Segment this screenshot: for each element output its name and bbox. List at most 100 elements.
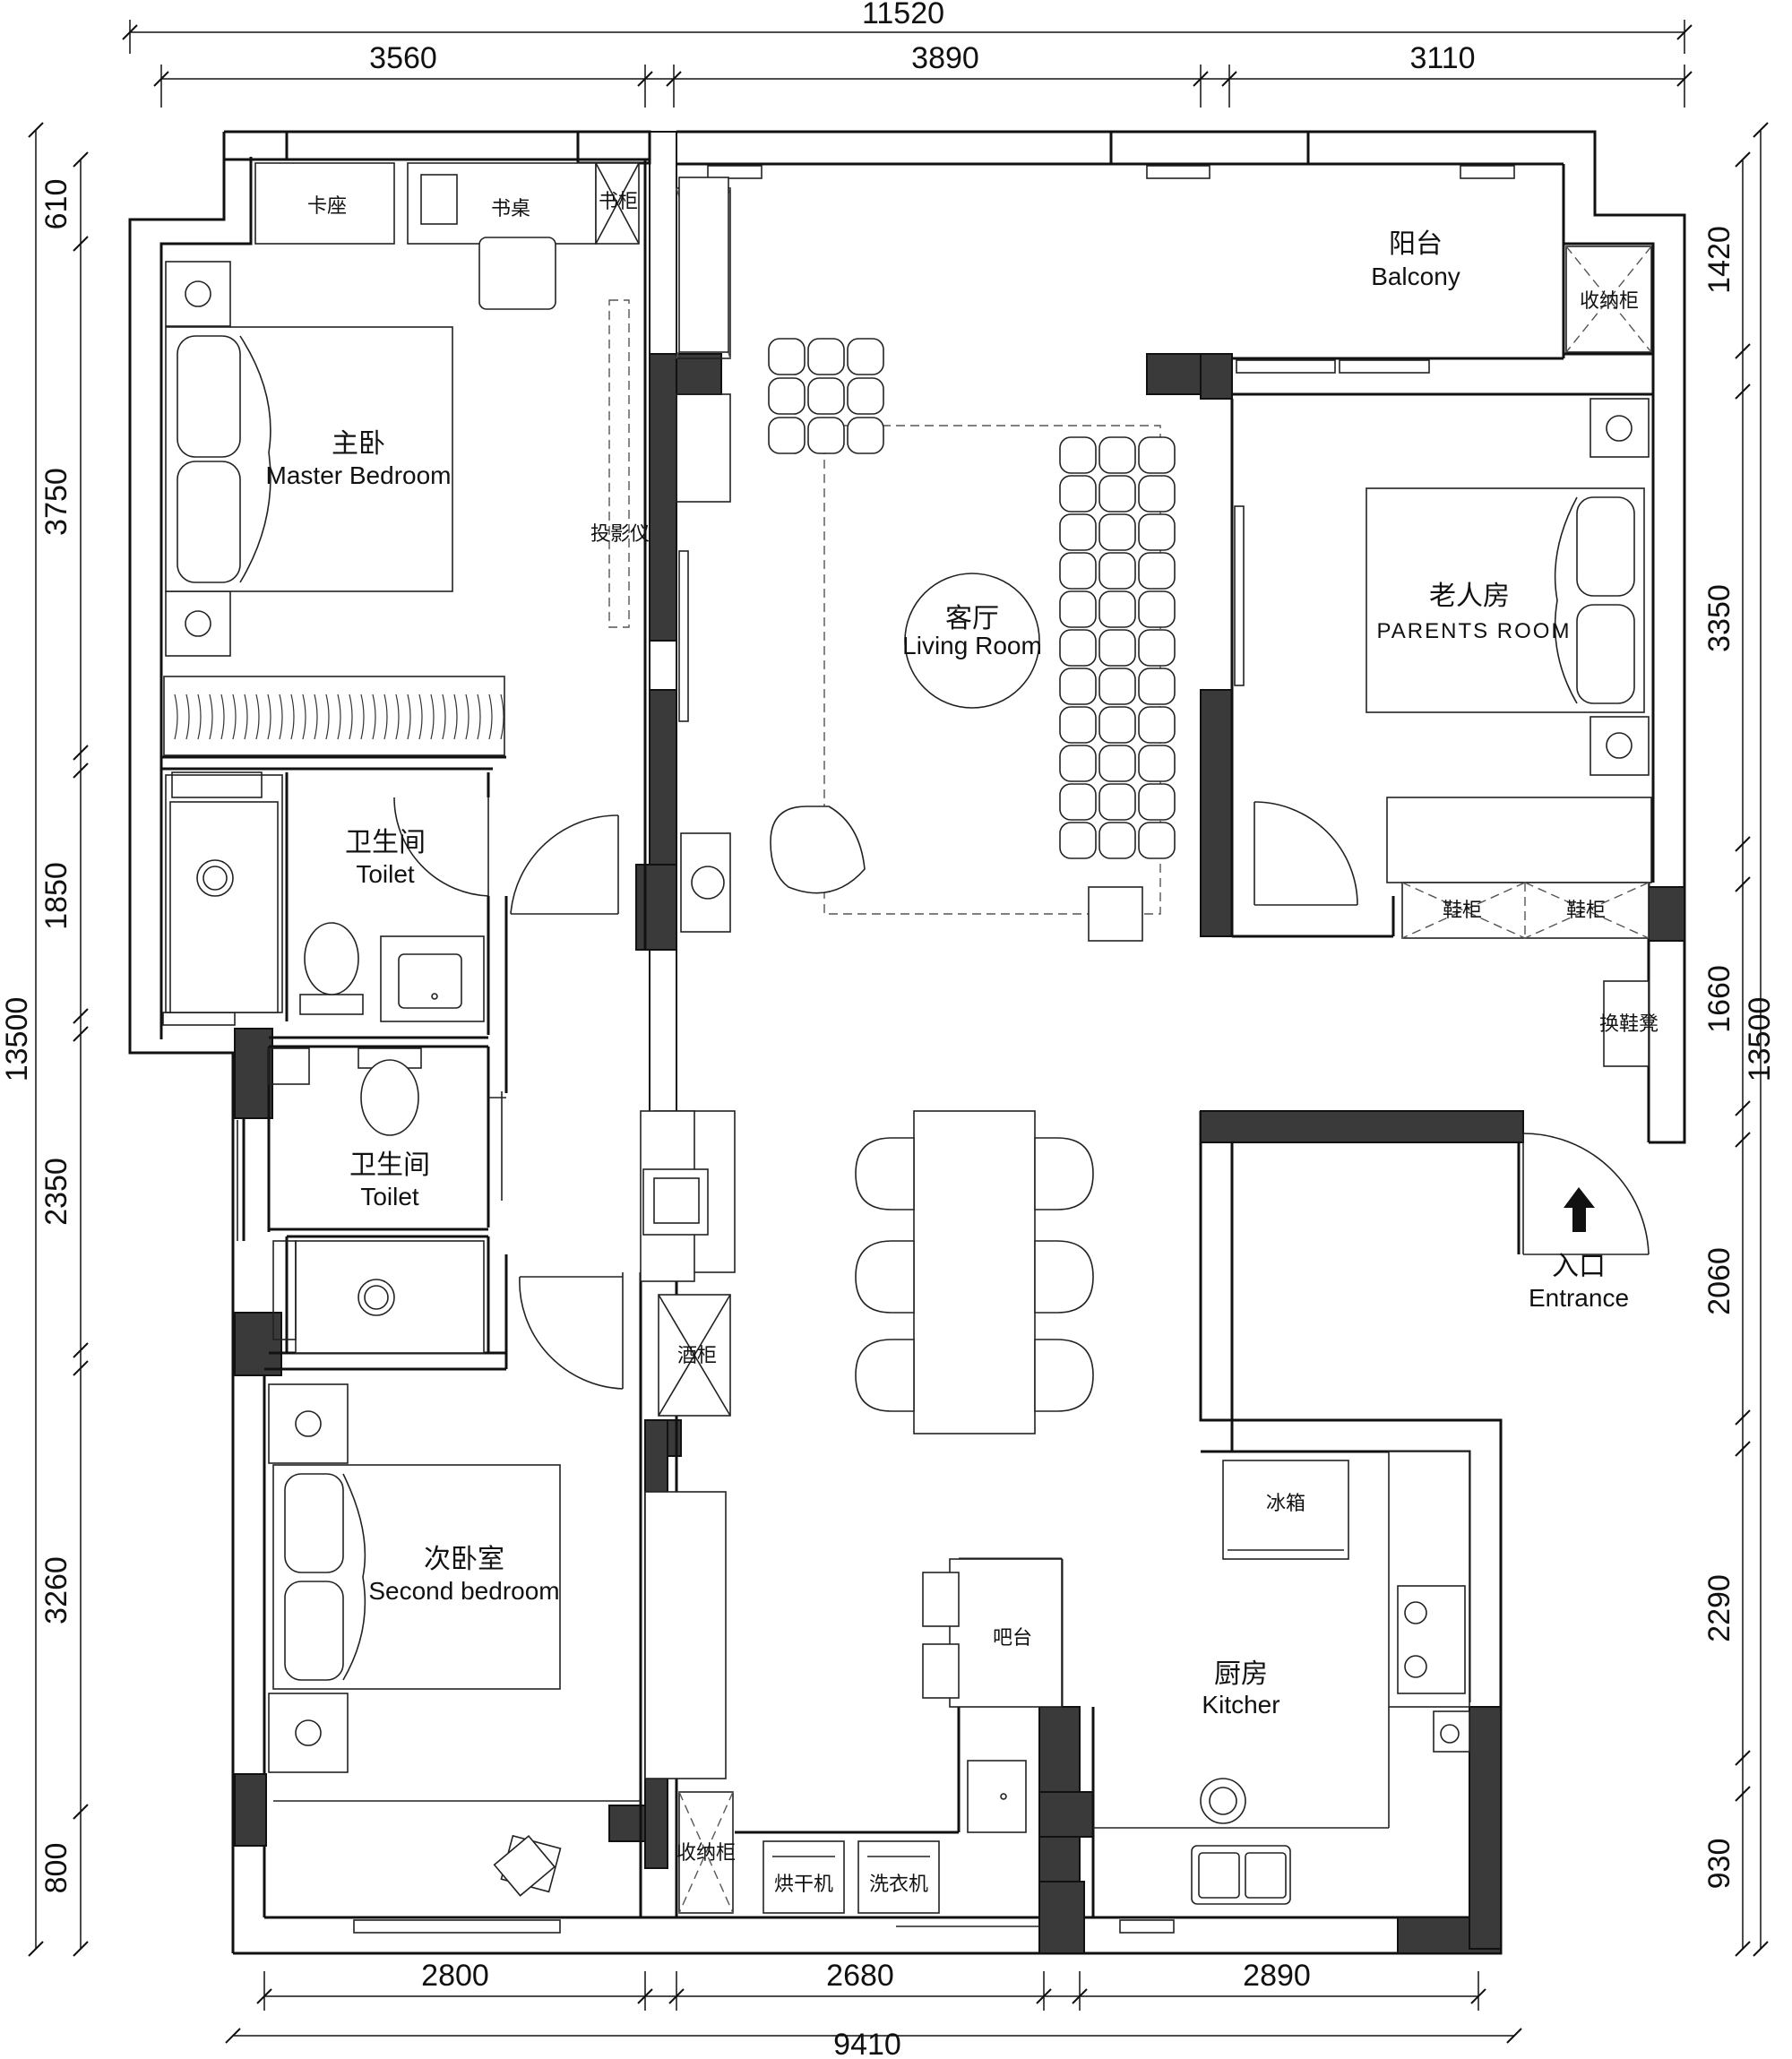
- toilet-1-label-cn: 卫生间: [345, 827, 426, 858]
- room-labels: 主卧 Master Bedroom 客厅 Living Room 老人房 PAR…: [266, 228, 1630, 1719]
- hanger-mark: [267, 694, 271, 740]
- hanger-mark: [255, 694, 260, 740]
- shoe-cabinet-1-label: 鞋柜: [1443, 900, 1482, 922]
- kitchen-label-cn: 厨房: [1214, 1658, 1268, 1690]
- dim-right-2: 3350: [1702, 584, 1736, 652]
- sofa-cushion: [1098, 706, 1136, 744]
- dim-right-total: 13500: [1743, 997, 1777, 1082]
- armchair-cushion: [807, 377, 845, 415]
- dim-bottom-2: 2680: [826, 1959, 894, 1993]
- sofa-cushion: [1098, 629, 1136, 667]
- balcony-storage-label: 收纳柜: [1580, 290, 1639, 313]
- armchair-cushion: [768, 377, 806, 415]
- armchair-cushion: [847, 417, 884, 454]
- living-room-furniture: [678, 177, 1176, 942]
- hanger-mark: [244, 694, 248, 740]
- sofa-cushion: [1138, 552, 1176, 590]
- sofa-cushion: [1098, 552, 1136, 590]
- armchair-cushion: [807, 417, 845, 454]
- dim-left-4: 2350: [39, 1158, 73, 1226]
- dim-top-total: 11520: [862, 0, 944, 30]
- master-bedroom-furniture: [163, 162, 689, 756]
- hanger-mark: [360, 694, 365, 740]
- armchair-cushion: [807, 338, 845, 375]
- sofa-cushion: [1138, 590, 1176, 628]
- hanger-mark: [453, 694, 458, 740]
- dim-right-3: 1660: [1702, 965, 1736, 1033]
- shoe-cabinet-2-label: 鞋柜: [1566, 900, 1606, 922]
- entrance-label-en: Entrance: [1529, 1284, 1629, 1312]
- second-bedroom-label-cn: 次卧室: [424, 1544, 504, 1575]
- armchair-cushion: [847, 377, 884, 415]
- hanger-mark: [337, 694, 341, 740]
- hanger-mark: [325, 694, 330, 740]
- toilet-1-fixtures: [169, 771, 485, 1022]
- parents-room-furniture: [1234, 246, 1652, 1067]
- sofa-cushion: [1059, 629, 1097, 667]
- dining-chair: [1034, 1339, 1094, 1412]
- kitchen-label-en: Kitcher: [1202, 1691, 1279, 1719]
- sofa-cushion: [1138, 783, 1176, 821]
- dim-bottom-3: 2890: [1243, 1959, 1311, 1993]
- dining-chair: [855, 1339, 915, 1412]
- toilet-2-label-cn: 卫生间: [349, 1150, 430, 1181]
- living-room-label-cn: 客厅: [945, 603, 999, 634]
- dimension-lines: [28, 20, 1769, 2044]
- sofa-cushion: [1098, 668, 1136, 705]
- toilet-1-label-en: Toilet: [356, 860, 415, 888]
- hanger-mark: [372, 694, 376, 740]
- sofa-cushion: [1059, 436, 1097, 474]
- furniture-labels: 卡座 书桌 书柜 收纳柜 投影仪 鞋柜 鞋柜 换鞋凳 酒柜 冰箱 吧台 收纳柜 …: [307, 191, 1658, 1896]
- dim-left-1: 610: [39, 179, 73, 230]
- fridge-label: 冰箱: [1266, 1493, 1305, 1515]
- dim-left-2: 3750: [39, 468, 73, 536]
- sofa-cushion: [1059, 590, 1097, 628]
- sofa-cushion: [1138, 513, 1176, 551]
- dining-chair: [1034, 1240, 1094, 1314]
- sofa-cushion: [1098, 590, 1136, 628]
- shoe-bench-label: 换鞋凳: [1599, 1013, 1658, 1036]
- washer-label: 洗衣机: [869, 1874, 928, 1896]
- kitchen-furniture: [922, 1451, 1470, 1905]
- dim-right-1: 1420: [1702, 226, 1736, 294]
- dining-chair: [855, 1137, 915, 1210]
- sofa-cushion: [1059, 706, 1097, 744]
- dining-chair: [1034, 1137, 1094, 1210]
- hanger-mark: [349, 694, 353, 740]
- sofa-cushion: [1098, 475, 1136, 513]
- bookcase-label: 书柜: [599, 191, 638, 213]
- hanger-mark: [197, 694, 202, 740]
- sofa-cushion: [1138, 706, 1176, 744]
- projector-label: 投影仪: [590, 523, 650, 546]
- doors: [393, 797, 1650, 1390]
- hanger-mark: [290, 694, 295, 740]
- hanger-mark: [302, 694, 306, 740]
- hanger-mark: [430, 694, 435, 740]
- sofa-cushion: [1138, 822, 1176, 859]
- hanger-mark: [279, 694, 283, 740]
- master-bedroom-label-en: Master Bedroom: [266, 461, 452, 489]
- hanger-mark: [465, 694, 470, 740]
- balcony-label-en: Balcony: [1371, 263, 1460, 290]
- hanger-mark: [500, 694, 504, 740]
- hanger-mark: [220, 694, 225, 740]
- sofa-cushion: [1059, 668, 1097, 705]
- hanger-mark: [383, 694, 388, 740]
- dining-furniture: [640, 1110, 1094, 1434]
- laundry-furniture: [678, 1791, 940, 1914]
- sofa-cushion: [1138, 629, 1176, 667]
- hanger-mark: [174, 694, 178, 740]
- laundry-storage-label: 收纳柜: [676, 1842, 736, 1865]
- dim-bottom-total: 9410: [833, 2028, 901, 2059]
- hanger-mark: [209, 694, 213, 740]
- sofa-cushion: [1098, 822, 1136, 859]
- dim-right-4: 2060: [1702, 1247, 1736, 1315]
- sofa-cushion: [1059, 745, 1097, 782]
- dim-right-5: 2290: [1702, 1574, 1736, 1642]
- sofa-cushion: [1098, 783, 1136, 821]
- toilet-2-label-en: Toilet: [360, 1183, 419, 1210]
- sofa-cushion: [1059, 783, 1097, 821]
- hanger-mark: [232, 694, 237, 740]
